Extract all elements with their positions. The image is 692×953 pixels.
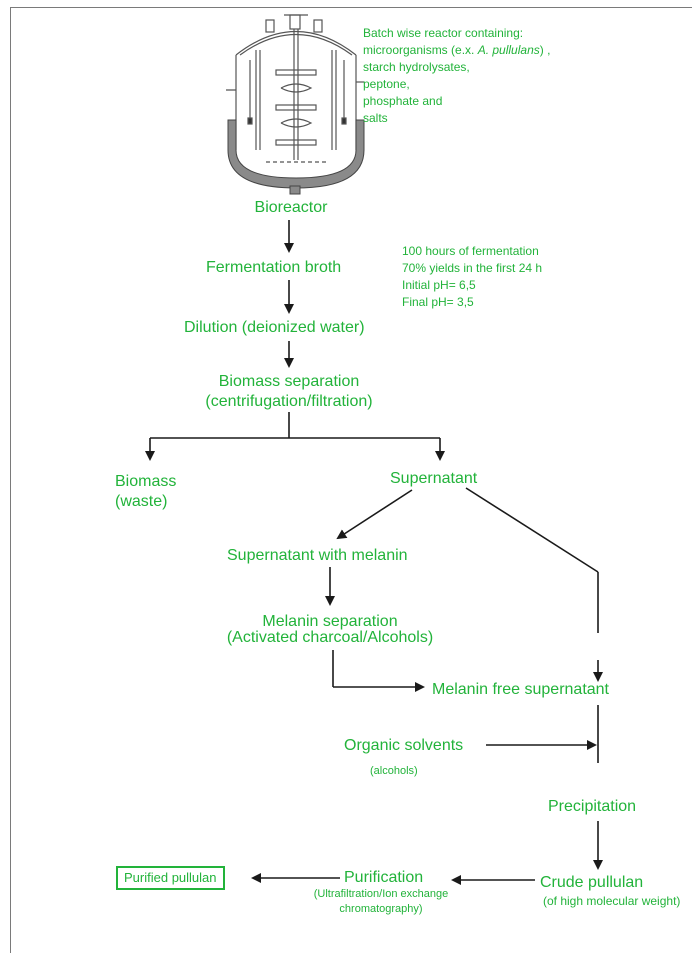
biomass-separation-method: (centrifugation/filtration)	[205, 393, 373, 410]
reactor-note-line5: phosphate and	[363, 94, 443, 108]
node-melanin-separation: Melanin separation (Activated charcoal/A…	[205, 612, 455, 648]
reactor-note-line1: Batch wise reactor containing:	[363, 26, 524, 40]
node-crude-pullulan-note: (of high molecular weight)	[543, 894, 681, 908]
node-purification: Purification	[344, 869, 424, 886]
node-crude-pullulan: Crude pullulan	[540, 874, 644, 891]
node-organic-solvents: Organic solvents	[344, 737, 464, 754]
node-bioreactor: Bioreactor	[254, 199, 328, 216]
reactor-note-line3: starch hydrolysates,	[363, 60, 470, 74]
fermentation-note-line4: Final pH= 3,5	[402, 295, 474, 309]
node-alcohols: (alcohols)	[370, 765, 418, 777]
reactor-note-line4: peptone,	[363, 77, 410, 91]
node-biomass-separation: Biomass separation (centrifugation/filtr…	[189, 372, 389, 412]
melanin-separation-title: Melanin separation	[262, 613, 398, 630]
node-fermentation-broth: Fermentation broth	[206, 259, 342, 276]
node-melanin-free-supernatant: Melanin free supernatant	[432, 681, 609, 698]
node-dilution: Dilution (deionized water)	[184, 319, 365, 336]
reactor-note-organism: A. pullulans	[477, 43, 540, 57]
biomass-label: Biomass	[115, 473, 177, 490]
node-biomass-waste: Biomass (waste)	[115, 472, 176, 512]
reactor-note-line2-suffix: ) ,	[539, 43, 551, 57]
fermentation-note-line3: Initial pH= 6,5	[402, 278, 476, 292]
reactor-note: Batch wise reactor containing: microorga…	[363, 25, 550, 127]
reactor-note-line2-prefix: microorganisms (e.x.	[363, 43, 478, 57]
node-supernatant-with-melanin: Supernatant with melanin	[227, 547, 408, 564]
fermentation-note: 100 hours of fermentation 70% yields in …	[402, 243, 542, 311]
node-purified-pullulan: Purified pullulan	[116, 866, 225, 891]
node-precipitation: Precipitation	[548, 798, 637, 815]
reactor-note-line6: salts	[363, 111, 388, 125]
reactor-note-line2: microorganisms (e.x. A. pullulans) ,	[363, 42, 550, 59]
melanin-separation-method: (Activated charcoal/Alcohols)	[226, 629, 434, 646]
bioreactor-illustration	[226, 14, 365, 195]
node-supernatant: Supernatant	[390, 470, 478, 487]
fermentation-note-line1: 100 hours of fermentation	[402, 244, 539, 258]
node-purification-note: (Ultrafiltration/Ion exchange chromatogr…	[296, 887, 466, 917]
purification-note-line2: chromatography)	[339, 903, 423, 915]
waste-label: (waste)	[115, 493, 168, 510]
biomass-separation-title: Biomass separation	[218, 373, 360, 390]
purification-note-line1: (Ultrafiltration/Ion exchange	[313, 888, 449, 900]
diagram-frame	[10, 7, 692, 953]
fermentation-note-line2: 70% yields in the first 24 h	[402, 261, 543, 275]
